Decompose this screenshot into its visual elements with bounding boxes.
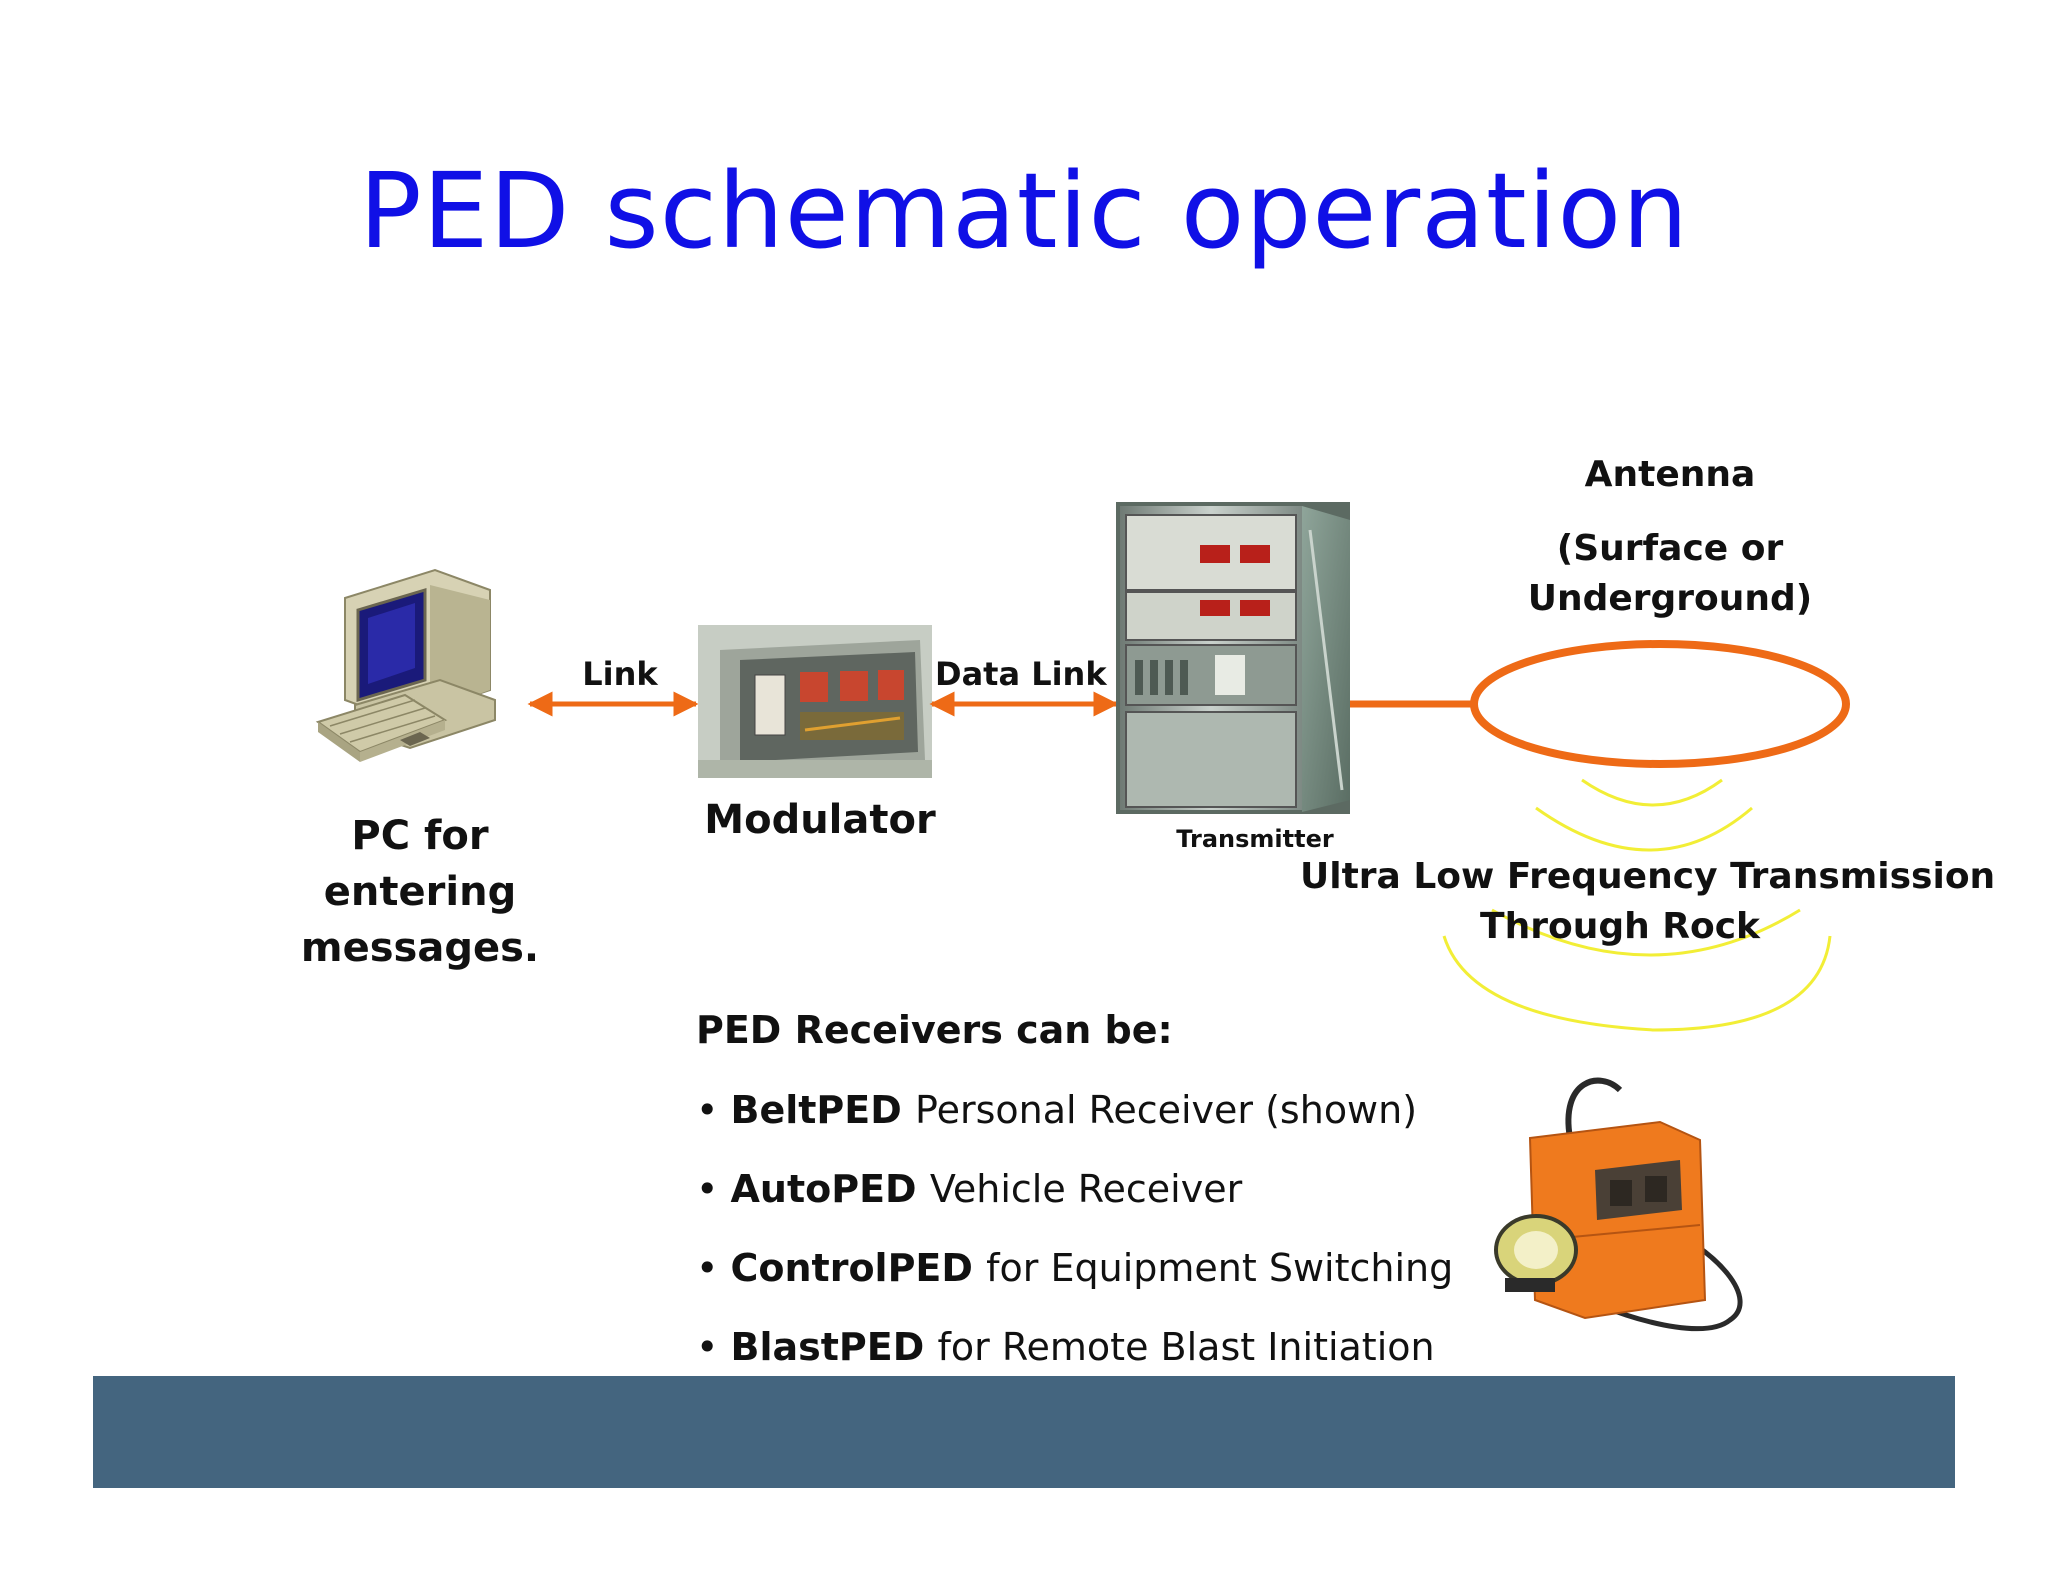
receiver-desc: for Remote Blast Initiation [937,1325,1435,1369]
receiver-name: BeltPED [730,1088,916,1132]
transmission-label-line: Ultra Low Frequency Transmission [1300,856,1996,897]
antenna-loop-icon [1470,640,1850,768]
receivers-list: PED Receivers can be: • BeltPED Personal… [696,1000,1456,1396]
modulator-label: Modulator [704,797,936,843]
receiver-desc: Vehicle Receiver [929,1167,1243,1211]
receiver-desc: Personal Receiver (shown) [915,1088,1418,1132]
receivers-heading: PED Receivers can be: [696,1008,1173,1052]
antenna-label-line: (Surface or [1556,528,1784,569]
receiver-item: • ControlPED for Equipment Switching [696,1238,1456,1298]
receiver-name: ControlPED [730,1246,987,1290]
bullet: • [696,1088,731,1132]
receiver-name: BlastPED [730,1325,938,1369]
transmitter-image [1116,502,1350,814]
pc-label-line: PC for [351,813,489,859]
transmission-label-line: Through Rock [1480,906,1760,947]
antenna-label-line: Underground) [1527,578,1813,619]
receiver-item: • BlastPED for Remote Blast Initiation [696,1317,1456,1377]
pc-label-line: entering [323,869,517,915]
receiver-name: AutoPED [730,1167,930,1211]
footer-bar [93,1376,1955,1488]
transmission-waves-icon [1442,778,1832,1032]
antenna-label: Antenna (Surface or Underground) [1460,450,1880,624]
bullet: • [696,1325,731,1369]
pc-label-line: messages. [300,925,540,971]
receiver-desc: for Equipment Switching [986,1246,1454,1290]
pc-label: PC for entering messages. [260,808,580,976]
modulator-image [698,625,932,778]
beltped-receiver-image [1494,1077,1743,1332]
antenna-label-line: Antenna [1584,454,1756,495]
pc-icon [315,568,496,762]
slide-title: PED schematic operation [358,150,1690,272]
receiver-item: • AutoPED Vehicle Receiver [696,1159,1456,1219]
receiver-item: • BeltPED Personal Receiver (shown) [696,1080,1456,1140]
bullet: • [696,1167,731,1211]
data-link-label: Data Link [935,655,1107,693]
link-label: Link [582,655,658,693]
transmitter-label: Transmitter [1176,825,1334,853]
bullet: • [696,1246,731,1290]
transmission-label: Ultra Low Frequency Transmission Through… [1300,852,1996,952]
